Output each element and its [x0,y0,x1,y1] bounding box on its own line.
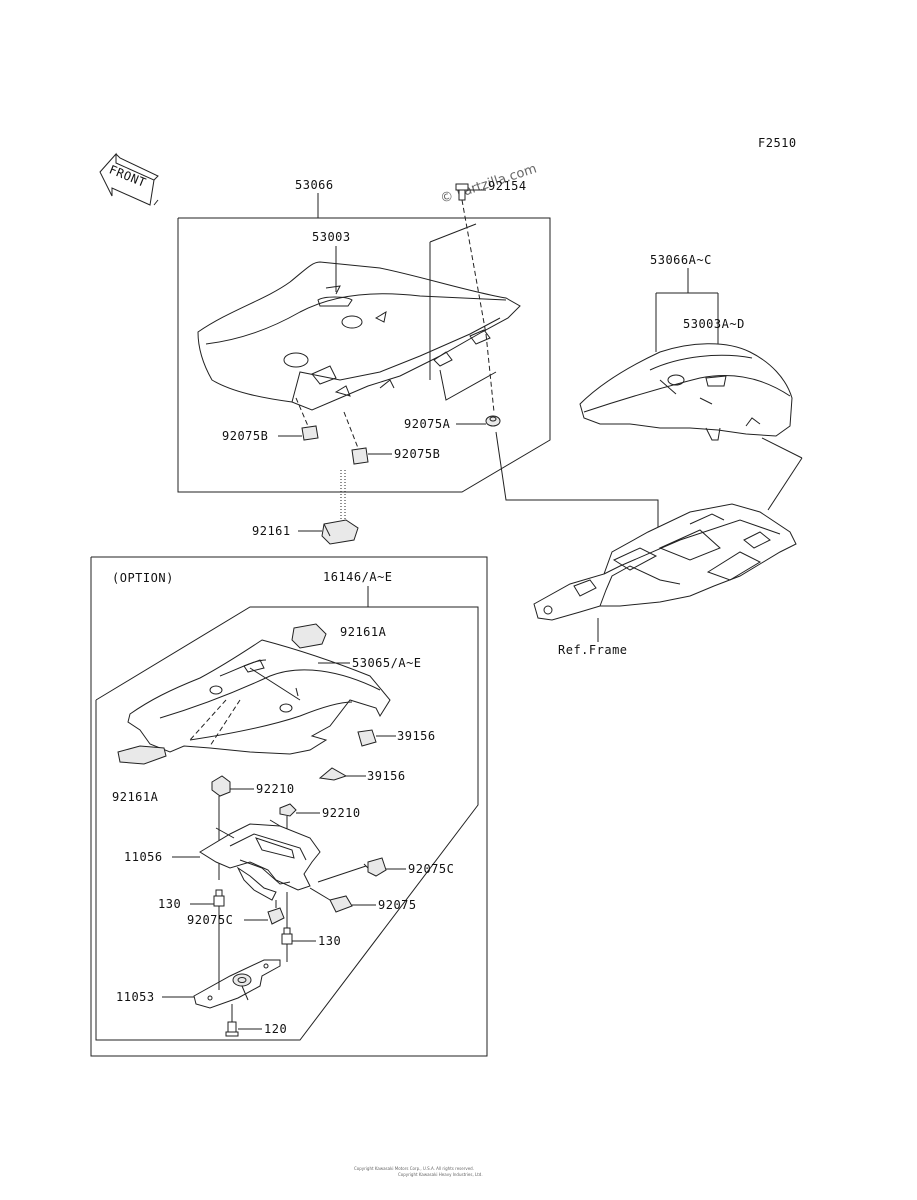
part-label-53065-A-E: 53065/A~E [352,656,422,670]
part-label-92161A-left: 92161A [112,790,159,804]
damper-39156-lower-icon [318,767,348,781]
part-label-130-lower: 130 [318,934,341,948]
part-label-130-left: 130 [158,897,181,911]
part-label-11056: 11056 [124,850,163,864]
bolt-130-lower-icon [281,927,293,945]
option-group: (OPTION) 16146/A~E 92161A 53065/A~E 3915… [90,556,488,1057]
nut-92210-upper-icon [211,775,231,797]
bolt-130-left-icon [213,889,225,907]
part-label-53003A-D: 53003A~D [683,317,745,331]
front-arrow-icon: FRONT [99,152,159,206]
part-label-92210-upper: 92210 [256,782,295,796]
part-label-92075C-left: 92075C [187,913,233,927]
seat-cowl-illustration [127,639,391,755]
option-label: (OPTION) [112,571,174,585]
bracket-11056-illustration [199,823,321,891]
part-label-53066A-C: 53066A~C [650,253,712,267]
grommet-92075A-icon [485,415,501,427]
ref-frame-group: Ref.Frame [533,503,797,657]
part-label-11053: 11053 [116,990,155,1004]
part-label-92075C-right: 92075C [408,862,454,876]
part-label-39156-upper: 39156 [397,729,436,743]
seat-illustration [197,261,521,411]
part-label-92075B-left: 92075B [222,429,268,443]
frame-illustration [533,503,797,621]
ref-frame-label: Ref.Frame [558,643,628,657]
damper-92075C-right-icon [363,857,387,877]
screw-120-icon [225,1021,239,1037]
damper-92075C-left-icon [267,907,285,925]
part-label-53003: 53003 [312,230,351,244]
damper-92075B-left-icon [301,425,319,441]
seat-assembly-group: 53066 53003 92154 [177,178,551,493]
part-label-53066: 53066 [295,178,334,192]
nut-92210-lower-icon [279,803,297,817]
part-label-92210-lower: 92210 [322,806,361,820]
footer-copyright-2: Copyright Kawasaki Heavy Industries, Ltd… [398,1172,483,1177]
part-label-92075: 92075 [378,898,417,912]
pad-92161-icon [321,519,359,545]
pad-92161A-top-icon [291,623,327,649]
part-label-92161: 92161 [252,524,291,538]
damper-92075B-right-icon [351,447,369,465]
alt-seat-illustration [579,343,793,437]
part-label-39156-lower: 39156 [367,769,406,783]
part-label-92154: 92154 [488,179,527,193]
part-label-92075B-right: 92075B [394,447,440,461]
damper-39156-upper-icon [357,729,377,747]
part-label-16146-A-E: 16146/A~E [323,570,393,584]
damper-92075-icon [329,895,353,913]
part-label-120: 120 [264,1022,287,1036]
footer-copyright-1: Copyright Kawasaki Motors Corp., U.S.A. … [354,1166,474,1171]
pad-92161A-left-icon [117,745,167,765]
figure-code: F2510 [758,136,797,150]
alt-seat-group: 53066A~C 53003A~D [495,253,803,534]
part-label-92075A: 92075A [404,417,451,431]
part-label-92161A-top: 92161A [340,625,387,639]
